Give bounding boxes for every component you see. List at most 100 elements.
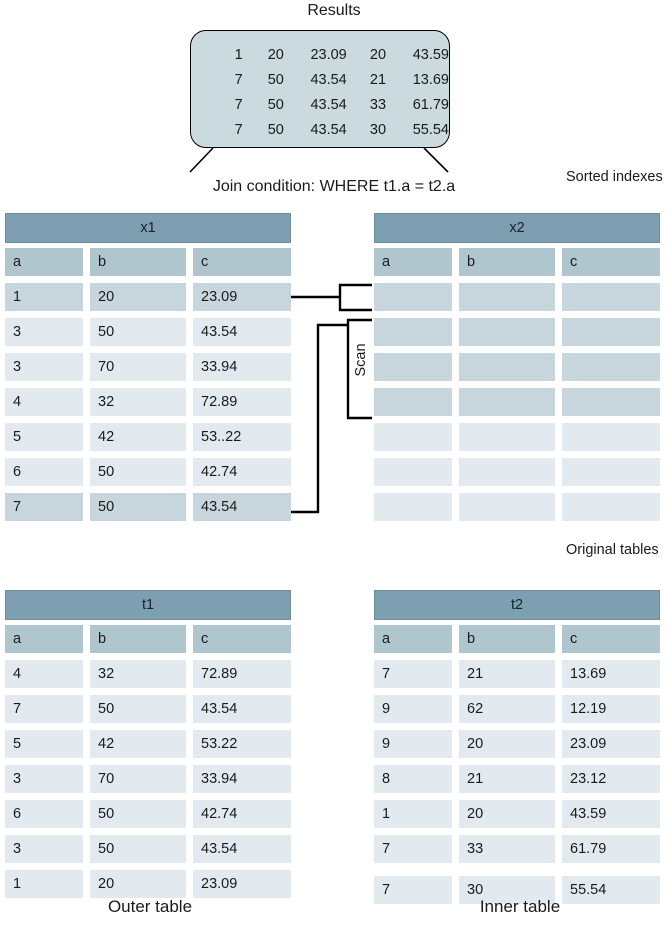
table-cell xyxy=(562,353,660,381)
results-to-join-line-left xyxy=(189,147,214,173)
table-cell: 5 xyxy=(5,423,83,451)
table-cell: 72.89 xyxy=(193,660,291,688)
table-cell: 9 xyxy=(374,695,452,723)
results-cell: 7 xyxy=(234,72,243,88)
table-cell: 7 xyxy=(5,695,83,723)
table-cell: 23.09 xyxy=(193,283,291,311)
table-cell: 3 xyxy=(5,765,83,793)
table-cell xyxy=(562,493,660,521)
results-cell: 30 xyxy=(369,122,387,138)
sorted-indexes-label: Sorted indexes xyxy=(566,169,663,185)
table-row: 1 20 23.09 20 43.59 xyxy=(215,43,449,68)
table-cell xyxy=(562,388,660,416)
table-cell: 20 xyxy=(90,870,186,898)
table-cell: 42.74 xyxy=(193,458,291,486)
table-cell xyxy=(459,283,555,311)
table-cell: 70 xyxy=(90,353,186,381)
table-cell: 5 xyxy=(5,730,83,758)
table-cell: 3 xyxy=(5,835,83,863)
results-cell: 43.54 xyxy=(310,97,347,113)
table-cell: 32 xyxy=(90,660,186,688)
table-cell xyxy=(374,388,452,416)
results-cell: 50 xyxy=(267,122,284,138)
table-cell: 6 xyxy=(5,458,83,486)
results-table: 1 20 23.09 20 43.59 7 50 43.54 21 13.69 … xyxy=(215,43,449,143)
table-cell: 9 xyxy=(374,730,452,758)
table-cell: 43.54 xyxy=(193,835,291,863)
table-cell: 8 xyxy=(374,765,452,793)
results-cell: 43.54 xyxy=(310,122,347,138)
table-cell: 23.09 xyxy=(193,870,291,898)
results-cell: 43.54 xyxy=(310,72,347,88)
table-row: 7 50 43.54 30 55.54 xyxy=(215,118,449,143)
results-table-body: 1 20 23.09 20 43.59 7 50 43.54 21 13.69 … xyxy=(215,43,449,143)
results-cell: 61.79 xyxy=(412,97,449,113)
table-cell: 3 xyxy=(5,318,83,346)
original-tables-label: Original tables xyxy=(566,542,659,558)
results-cell: 20 xyxy=(267,47,284,63)
table-row: 7 50 43.54 21 13.69 xyxy=(215,68,449,93)
table-cell: 4 xyxy=(5,660,83,688)
table-cell: 20 xyxy=(459,730,555,758)
table-cell: 30 xyxy=(459,876,555,904)
table-cell: 33.94 xyxy=(193,353,291,381)
table-cell xyxy=(459,423,555,451)
column-header-c: c xyxy=(193,248,291,276)
table-cell: 50 xyxy=(90,695,186,723)
table-cell xyxy=(374,423,452,451)
table-cell: 55.54 xyxy=(562,876,660,904)
table-cell: 13.69 xyxy=(562,660,660,688)
table-cell: 43.54 xyxy=(193,318,291,346)
table-cell xyxy=(562,283,660,311)
table-cell: 50 xyxy=(90,800,186,828)
results-cell: 1 xyxy=(234,47,243,63)
table-cell: 7 xyxy=(374,660,452,688)
results-cell: 23.09 xyxy=(310,47,347,63)
table-cell: 43.59 xyxy=(562,800,660,828)
table-cell xyxy=(459,493,555,521)
results-cell: 33 xyxy=(369,97,387,113)
table-cell: 21 xyxy=(459,765,555,793)
column-header-c: c xyxy=(193,625,291,653)
table-cell: 1 xyxy=(5,870,83,898)
table-cell: 43.54 xyxy=(193,493,291,521)
table-cell: 42 xyxy=(90,423,186,451)
column-header-c: c xyxy=(562,625,660,653)
results-cell: 7 xyxy=(234,97,243,113)
results-cell: 43.59 xyxy=(412,47,449,63)
table-cell: 53..22 xyxy=(193,423,291,451)
table-x2-title: x2 xyxy=(374,213,660,243)
results-cell: 50 xyxy=(267,72,284,88)
table-cell: 23.09 xyxy=(562,730,660,758)
table-t2-title: t2 xyxy=(374,590,660,620)
table-cell: 50 xyxy=(90,493,186,521)
table-cell: 1 xyxy=(5,283,83,311)
table-cell xyxy=(459,353,555,381)
x1-row1-to-x2-bracket xyxy=(290,283,372,312)
table-cell: 32 xyxy=(90,388,186,416)
table-cell: 50 xyxy=(90,835,186,863)
table-cell: 33 xyxy=(459,835,555,863)
table-cell: 4 xyxy=(5,388,83,416)
table-cell xyxy=(562,458,660,486)
table-cell xyxy=(459,318,555,346)
table-cell: 20 xyxy=(459,800,555,828)
table-t1-title: t1 xyxy=(5,590,291,620)
table-cell: 72.89 xyxy=(193,388,291,416)
inner-table-caption: Inner table xyxy=(479,897,561,916)
table-cell xyxy=(374,318,452,346)
results-box: 1 20 23.09 20 43.59 7 50 43.54 21 13.69 … xyxy=(190,30,450,148)
table-cell xyxy=(562,318,660,346)
table-cell xyxy=(374,283,452,311)
column-header-a: a xyxy=(374,248,452,276)
table-row: 7 50 43.54 33 61.79 xyxy=(215,93,449,118)
scan-label: Scan xyxy=(353,343,369,377)
column-header-c: c xyxy=(562,248,660,276)
table-cell: 53.22 xyxy=(193,730,291,758)
table-cell xyxy=(374,458,452,486)
table-cell xyxy=(562,423,660,451)
table-cell: 62 xyxy=(459,695,555,723)
table-cell: 42 xyxy=(90,730,186,758)
table-cell xyxy=(374,493,452,521)
x1-row7-to-scan-line xyxy=(290,323,348,514)
